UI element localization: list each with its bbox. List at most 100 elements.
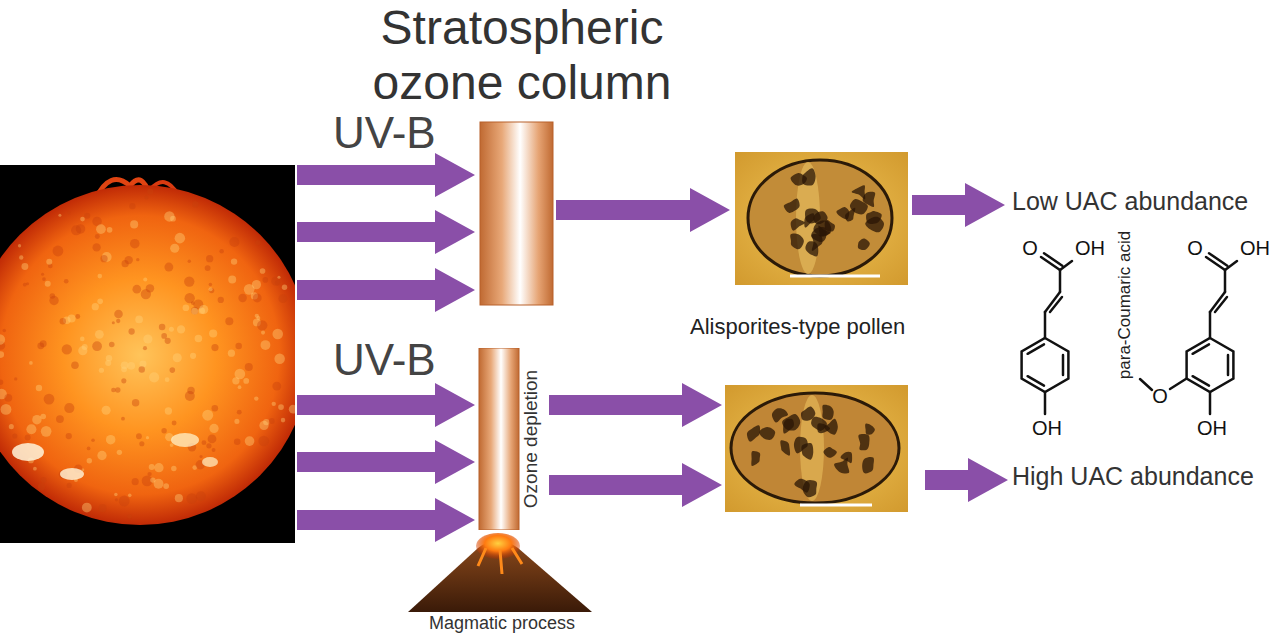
sun-granule xyxy=(154,479,164,489)
sun-granule xyxy=(143,346,147,350)
sun-granule xyxy=(190,353,196,359)
sun-granule xyxy=(80,217,85,222)
sun-granule xyxy=(3,329,7,333)
sun-granule xyxy=(277,276,280,279)
label-holder: OH xyxy=(1197,418,1227,439)
sun-granule xyxy=(161,428,166,433)
sun-granule xyxy=(161,333,167,339)
text-label: OH xyxy=(1032,418,1062,438)
sun-granule xyxy=(209,287,213,291)
sun-granule xyxy=(149,372,159,382)
sun-granule xyxy=(260,340,270,350)
scale-bar xyxy=(790,275,880,278)
uv-arrow xyxy=(297,153,475,197)
sun xyxy=(0,180,295,525)
uv-arrow xyxy=(556,188,730,232)
sun-granule xyxy=(121,378,126,383)
pollen-texture xyxy=(852,185,866,199)
title: Stratospheric ozone column xyxy=(342,0,702,110)
sun-granule xyxy=(21,263,28,270)
sun-granule xyxy=(261,331,265,335)
pollen-grain xyxy=(731,393,899,503)
uv-arrow xyxy=(549,463,722,507)
sun-granule xyxy=(45,281,51,287)
pollen-texture xyxy=(865,424,875,435)
sun-granule xyxy=(235,369,246,380)
sun-granule xyxy=(130,239,140,249)
sun-granule xyxy=(64,403,74,413)
label-holder: OH xyxy=(1075,238,1105,259)
sun-granule xyxy=(139,366,145,372)
sun-granule xyxy=(136,433,142,439)
text-label: UV-B xyxy=(333,338,436,382)
sun-granule xyxy=(25,434,31,440)
sun-granule xyxy=(202,410,213,421)
ferulic-acid-structure xyxy=(1187,253,1237,414)
sun-granule xyxy=(170,216,176,222)
sun-granule xyxy=(132,285,141,294)
sun-granule xyxy=(95,330,104,339)
sun-granule xyxy=(258,436,269,447)
sun-granule xyxy=(165,377,170,382)
sun-flare xyxy=(12,443,44,461)
sun-granule xyxy=(260,268,266,274)
sun-granule xyxy=(282,285,287,290)
sun-granule xyxy=(191,308,198,315)
sun-granule xyxy=(114,493,117,496)
text-label: OH xyxy=(1075,238,1105,258)
sun-granule xyxy=(42,277,46,281)
sun-granule xyxy=(41,273,44,276)
sun-granule xyxy=(1,404,12,415)
text-label: OH xyxy=(1240,238,1270,258)
sun-granule xyxy=(263,419,269,425)
pollen-texture xyxy=(858,434,869,450)
sun-granule xyxy=(206,443,211,448)
volcano xyxy=(408,541,592,613)
sun-granule xyxy=(49,296,58,305)
sun-granule xyxy=(147,472,151,476)
label-holder: para-Coumaric acid xyxy=(1116,231,1134,379)
sun-granule xyxy=(67,483,72,488)
sun-granule xyxy=(238,385,242,389)
sun-granule xyxy=(0,334,5,345)
sun-granule xyxy=(238,294,246,302)
pollen-texture xyxy=(841,452,853,463)
sun-granule xyxy=(172,421,177,426)
sun-granule xyxy=(143,277,147,281)
sun-granule xyxy=(128,494,132,498)
pollen-texture xyxy=(822,405,833,420)
label-holder: Low UAC abundance xyxy=(1012,189,1248,214)
sun-granule xyxy=(115,498,118,501)
sun-granule xyxy=(129,203,135,209)
sun-granule xyxy=(139,441,144,446)
sun-granule xyxy=(252,280,261,289)
pollen-texture xyxy=(803,480,817,497)
sun-granule xyxy=(82,503,92,513)
label-holder: OH xyxy=(1032,418,1062,439)
uv-arrow xyxy=(925,458,1008,502)
sun-granule xyxy=(206,255,213,262)
uv-arrow xyxy=(297,440,475,484)
uv-arrow xyxy=(297,210,475,254)
sun-granule xyxy=(40,340,47,347)
label-holder: Magmatic process xyxy=(429,614,575,633)
sun-granule xyxy=(19,255,23,259)
sun-granule xyxy=(209,288,214,293)
sun-granule xyxy=(58,214,61,217)
column-label: Ozone depletion xyxy=(521,370,540,508)
sun-granule xyxy=(274,353,285,364)
sun-granule xyxy=(29,361,33,365)
sun-granule xyxy=(87,447,91,451)
sun-granule xyxy=(149,464,155,470)
sun-granule xyxy=(199,305,208,314)
sun-granule xyxy=(169,327,174,332)
sun-granule xyxy=(255,240,260,245)
sun-granule xyxy=(209,424,218,433)
sun-granule xyxy=(99,504,107,512)
sun-granule xyxy=(136,258,139,261)
sun-granule xyxy=(125,256,133,264)
sun-granule xyxy=(121,417,125,421)
sun-granule xyxy=(71,361,79,369)
sun-granule xyxy=(97,299,103,305)
sun-granule xyxy=(44,394,55,405)
